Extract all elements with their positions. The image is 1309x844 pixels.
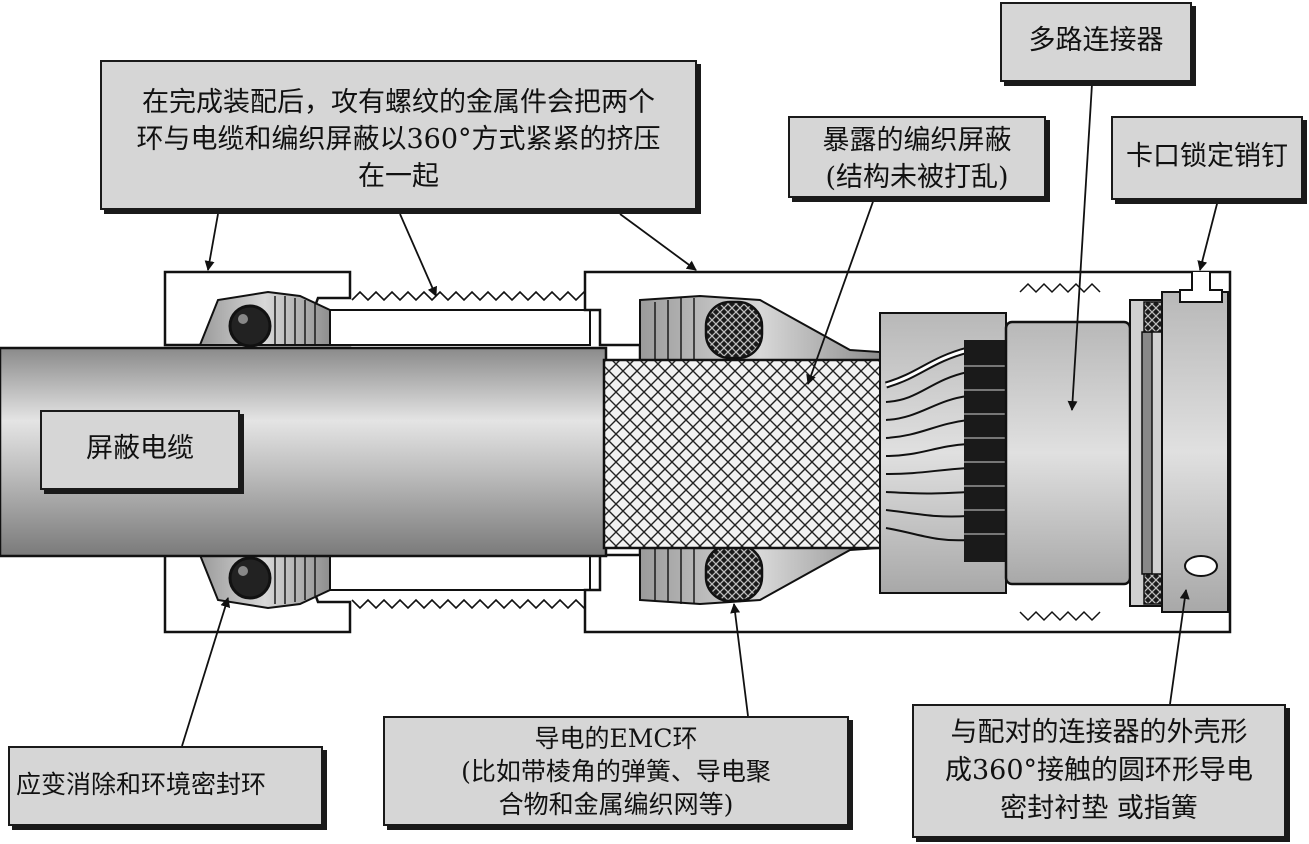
strain-relief-seal	[198, 290, 331, 610]
callout-strain-relief: 应变消除和环境密封环	[8, 746, 323, 826]
callout-shielded-cable: 屏蔽电缆	[40, 410, 240, 490]
callout-mating-gasket: 与配对的连接器的外壳形 成360°接触的圆环形导电 密封衬垫 或指簧	[912, 704, 1286, 838]
exposed-braid	[602, 358, 888, 550]
leader-lines	[181, 83, 1219, 747]
callout-exposed-braid: 暴露的编织屏蔽 (结构未被打乱)	[788, 116, 1046, 198]
callout-clamp-note: 在完成装配后，攻有螺纹的金属件会把两个 环与电缆和编织屏蔽以360°方式紧紧的挤…	[100, 60, 697, 210]
coupling-nut	[1004, 282, 1132, 622]
o-ring-bottom	[228, 556, 272, 600]
o-ring-top	[228, 304, 272, 348]
callout-bayonet-pin: 卡口锁定销钉	[1111, 116, 1303, 200]
emc-mesh-ring-top	[704, 300, 764, 360]
threaded-sleeve	[329, 290, 593, 610]
callout-emc-ring: 导电的EMC环 (比如带棱角的弹簧、导电聚 合物和金属编织网等)	[383, 716, 849, 826]
multi-pin-connector	[1004, 320, 1132, 586]
connector-insert	[879, 312, 1008, 594]
callout-multi-connector: 多路连接器	[1000, 2, 1192, 82]
emc-mesh-ring-bottom	[704, 543, 764, 603]
mating-gasket	[1129, 272, 1229, 613]
